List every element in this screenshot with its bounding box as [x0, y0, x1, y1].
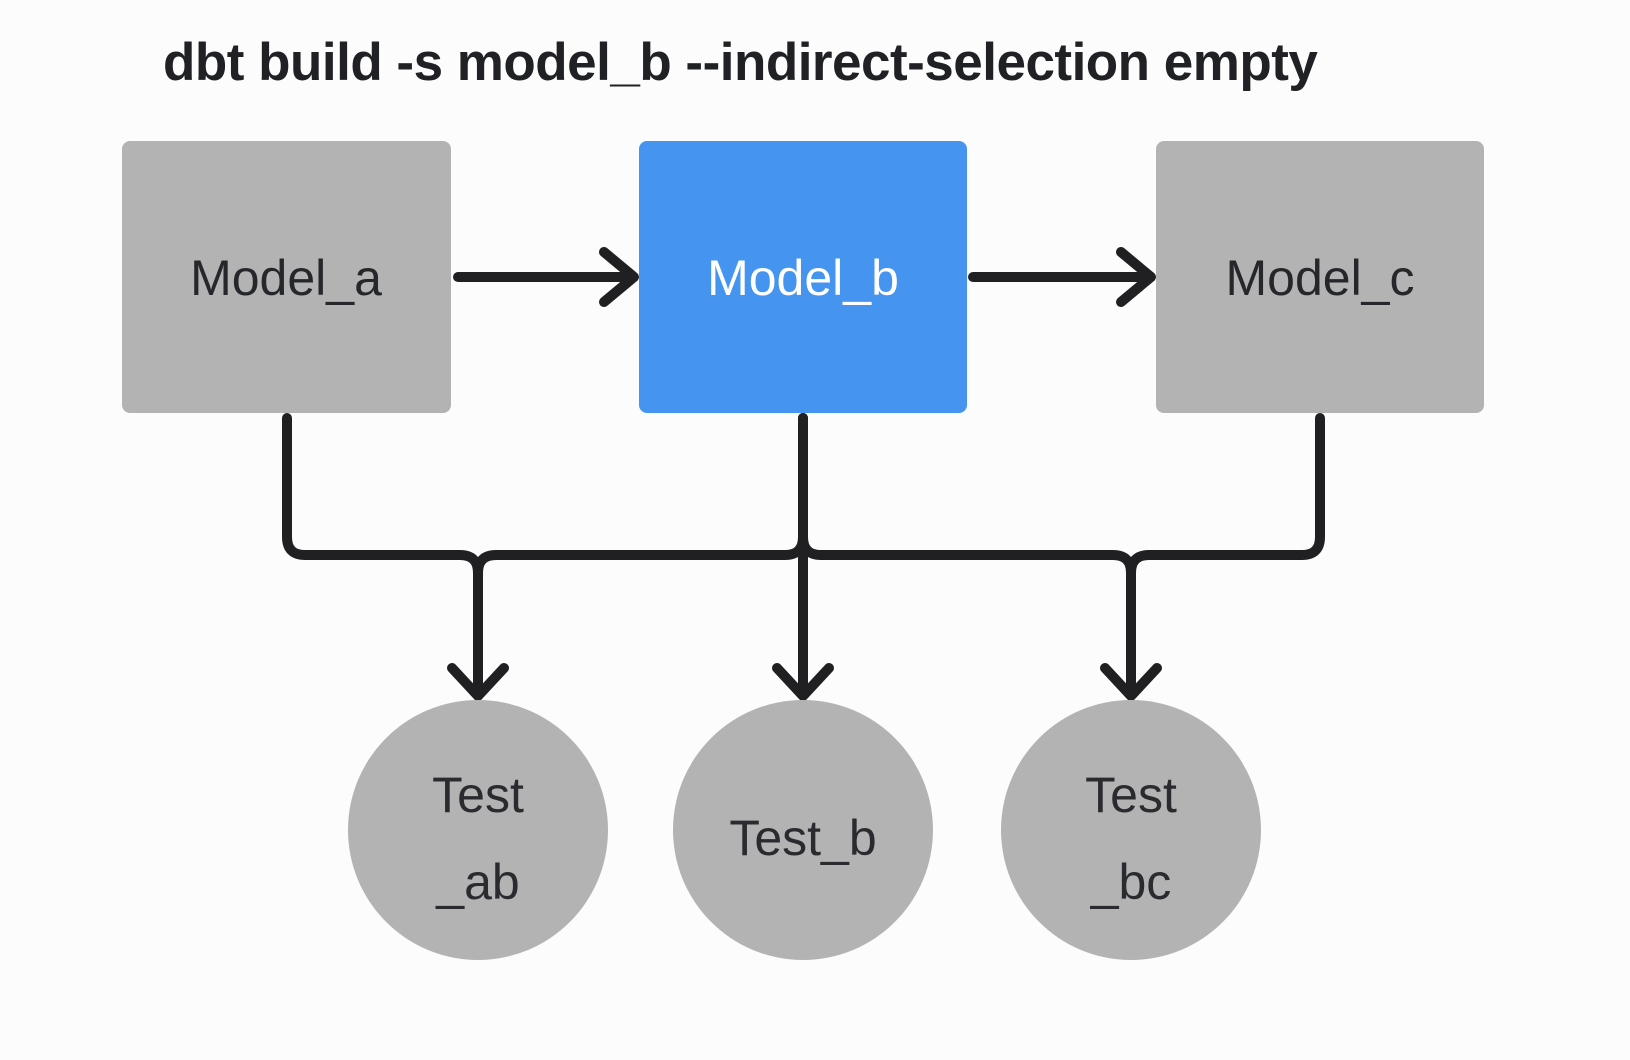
- test-node-ab: Test _ab: [348, 700, 608, 960]
- edge-models-to-test-ab: [282, 413, 808, 701]
- arrowhead-down-icon: [1100, 663, 1162, 701]
- arrowhead-down-icon: [447, 663, 509, 701]
- test-bc-circle: [1001, 700, 1261, 960]
- model-node-a: Model_a: [122, 141, 451, 413]
- edge-models-to-test-bc: [798, 413, 1325, 701]
- edge-line: [282, 413, 483, 696]
- model-b-box: [639, 141, 967, 413]
- arrowhead-right-icon: [1116, 247, 1156, 307]
- model-node-b-selected: Model_b: [639, 141, 967, 413]
- test-b-circle: [673, 700, 933, 960]
- test-b-label: Test_b: [729, 810, 876, 866]
- test-bc-label-line2: _bc: [1090, 854, 1172, 910]
- command-title: dbt build -s model_b --indirect-selectio…: [163, 33, 1318, 92]
- test-ab-label-line2: _ab: [435, 854, 519, 910]
- test-bc-label-line1: Test: [1085, 767, 1177, 823]
- test-ab-label-line1: Test: [432, 767, 524, 823]
- model-b-label: Model_b: [707, 250, 899, 306]
- model-a-label: Model_a: [190, 250, 382, 306]
- arrowhead-down-icon: [772, 663, 834, 701]
- edge-model-a-to-model-b: [453, 247, 639, 307]
- edge-line: [473, 413, 808, 578]
- edge-model-b-to-model-c: [968, 247, 1156, 307]
- model-node-c: Model_c: [1156, 141, 1484, 413]
- edge-line: [798, 413, 1136, 578]
- arrowhead-right-icon: [599, 247, 639, 307]
- model-c-label: Model_c: [1226, 250, 1415, 306]
- test-node-bc: Test _bc: [1001, 700, 1261, 960]
- test-ab-circle: [348, 700, 608, 960]
- test-node-b: Test_b: [673, 700, 933, 960]
- model-a-box: [122, 141, 451, 413]
- edge-line: [1126, 413, 1325, 696]
- model-c-box: [1156, 141, 1484, 413]
